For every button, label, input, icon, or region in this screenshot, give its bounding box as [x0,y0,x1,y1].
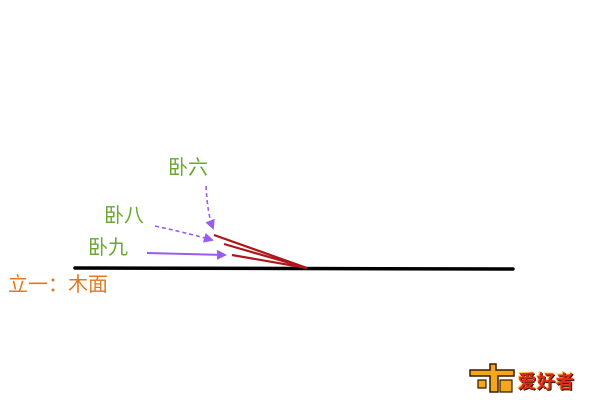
arrow-woba [154,225,214,243]
logo-text: 爱好者 [518,372,575,393]
woodworking-logo-icon [469,363,515,393]
rake-label-woba: 卧八 [104,203,144,227]
base-label: 立一：木面 [8,272,108,296]
arrow-wojiu [146,249,227,260]
wood-surface-line [73,266,515,271]
blade-line-wojiu [231,253,308,270]
blade-line-woba [223,242,308,270]
rake-label-woliu: 卧六 [168,155,208,179]
arrow-woliu [205,185,215,230]
rake-label-wojiu: 卧九 [88,235,128,259]
